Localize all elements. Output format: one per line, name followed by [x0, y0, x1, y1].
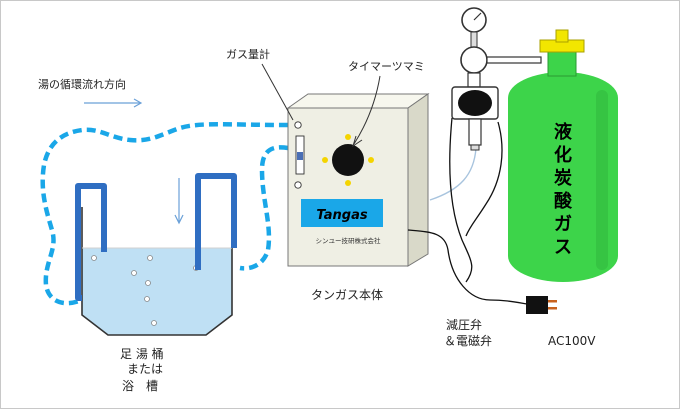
- cylinder-label-char: 化: [554, 144, 572, 166]
- timer-dot: [345, 180, 351, 186]
- bubble: [91, 255, 97, 261]
- tub-label-line1: 足 湯 桶: [120, 346, 164, 361]
- timer-dot: [322, 157, 328, 163]
- regulator-outlet: [468, 118, 482, 146]
- solenoid-coil: [458, 90, 492, 116]
- cylinder-label-char: ス: [554, 237, 572, 258]
- cylinder-body: [508, 72, 618, 282]
- circulation-hose-return: [239, 145, 289, 271]
- cylinder-label-char: ガ: [554, 214, 572, 235]
- pressure-regulator: [451, 7, 542, 151]
- brand-text: Tangas: [316, 208, 367, 223]
- foot-bath-tub: [81, 207, 233, 336]
- power-cable: [407, 229, 528, 305]
- gauge-needle: [473, 12, 482, 21]
- plug-pin: [548, 307, 557, 310]
- cylinder-highlight: [596, 90, 608, 270]
- valve-label-line2: ＆電磁弁: [444, 333, 492, 348]
- cylinder-neck: [547, 51, 577, 77]
- bubble: [131, 270, 137, 276]
- timer-knob-body[interactable]: [332, 144, 364, 176]
- tub-label-line2: または: [127, 362, 163, 376]
- valve-label-line1: 減圧弁: [446, 317, 482, 332]
- valve-stem: [555, 29, 569, 43]
- tub-water: [82, 248, 232, 335]
- brand-panel: [301, 199, 383, 227]
- regulator-arm: [486, 56, 542, 64]
- bubble: [151, 320, 157, 326]
- timer-dot: [368, 157, 374, 163]
- gas-meter-label: ガス量計: [226, 47, 270, 61]
- tangas-main-unit: Tangas シンユー技研株式会社: [286, 93, 430, 267]
- bubble: [144, 296, 150, 302]
- flow-direction-label: 湯の循環流れ方向: [38, 77, 126, 91]
- unit-top: [286, 93, 430, 109]
- cylinder-label-char: 液: [554, 121, 573, 143]
- tub-flow-arrowhead: [174, 214, 184, 225]
- plug-pin: [548, 300, 557, 303]
- tub-label-line3: 浴 槽: [122, 379, 158, 393]
- plug-body: [526, 296, 548, 314]
- timer-knob-leader: [353, 75, 381, 145]
- bubble: [147, 255, 153, 261]
- regulator-neck: [467, 72, 481, 88]
- timer-dot: [345, 134, 351, 140]
- meter-port: [294, 121, 302, 129]
- gauge-stem: [470, 31, 478, 49]
- unit-side: [407, 93, 429, 267]
- circulation-hose-outer: [40, 122, 289, 306]
- main-unit-label: タンガス本体: [311, 288, 383, 302]
- ac-plug: [526, 296, 557, 314]
- timer-knob-leader-head: [352, 135, 363, 148]
- gas-flow-meter: [294, 121, 305, 189]
- valve-cable: [449, 117, 473, 283]
- cylinder-label-char: 炭: [554, 167, 572, 189]
- tub-right-pipe: [195, 173, 237, 270]
- timer-knob-label: タイマーツマミ: [348, 60, 425, 73]
- regulator-body: [460, 46, 488, 74]
- maker-text: シンユー技研株式会社: [316, 236, 382, 245]
- meter-port-bottom: [294, 181, 302, 189]
- flow-direction-arrowhead: [133, 98, 143, 108]
- bubble: [145, 280, 151, 286]
- co2-cylinder: 液 化 炭 酸 ガ ス: [508, 29, 618, 282]
- cylinder-label-char: 酸: [554, 190, 573, 212]
- timer-knob[interactable]: [322, 134, 374, 186]
- outlet-nozzle: [470, 144, 480, 151]
- tub-left-pipe: [75, 183, 107, 301]
- meter-float: [297, 152, 303, 160]
- gas-supply-tube: [429, 147, 477, 201]
- power-label: AC100V: [548, 334, 596, 348]
- valve-cable-lower: [465, 121, 503, 237]
- gas-meter-leader: [261, 63, 294, 121]
